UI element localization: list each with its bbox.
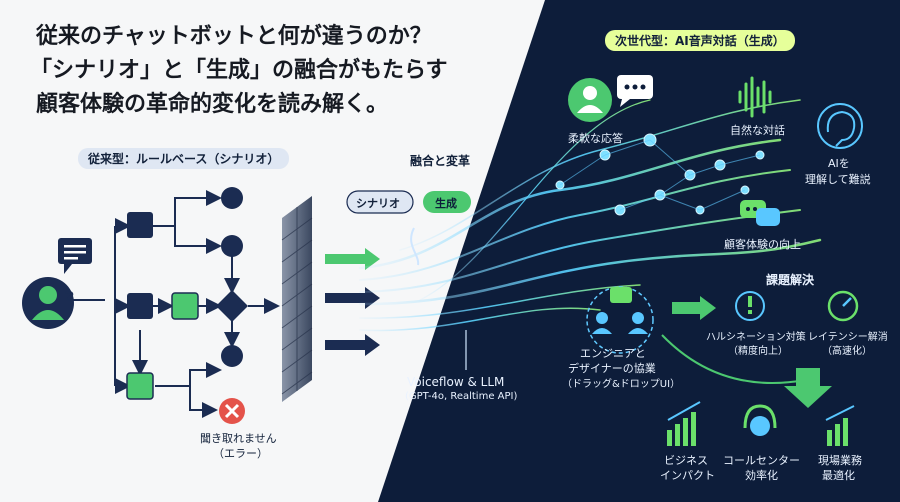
ai-brain-icon <box>817 103 863 149</box>
hallucination-label-1: ハルシネーション対策 <box>706 332 806 343</box>
process-node-3 <box>171 292 199 320</box>
decision-node <box>216 290 248 322</box>
impact-label-1: ビジネス <box>664 454 708 467</box>
hallucination-label-2: （精度向上） <box>728 346 788 357</box>
latency-gauge-icon <box>827 290 859 322</box>
error-label-1: 聞き取れません <box>200 432 277 445</box>
process-node-2 <box>127 293 153 319</box>
error-cross <box>224 403 240 419</box>
end-node-3 <box>221 345 243 367</box>
scenario-pill <box>346 190 414 214</box>
sound-wave-icon <box>738 76 772 118</box>
scenario-label: シナリオ <box>356 197 400 210</box>
latency-label-1: レイテンシー解消 <box>808 332 888 343</box>
network-links <box>559 139 761 211</box>
next-gen-label: 次世代型：AI音声対話（生成） <box>605 30 795 51</box>
brick-wall <box>281 196 313 402</box>
title-line-2: 「シナリオ」と「生成」の融合がもたらす <box>30 58 448 83</box>
user-question-icon: ? <box>22 238 92 329</box>
process-node-1 <box>127 212 153 238</box>
business-chart-icon <box>667 401 701 446</box>
input-arrows <box>325 248 380 356</box>
end-node-2 <box>221 235 243 257</box>
rule-based-label: 従来型：ルールベース（シナリオ） <box>78 148 290 169</box>
cx-label: 顧客体験の向上 <box>724 238 801 251</box>
collab-label-2: デザイナーの協業 <box>568 362 656 375</box>
problem-solving-label: 課題解決 <box>766 273 815 287</box>
impact-arrow <box>661 334 832 408</box>
error-label-2: （エラー） <box>213 447 268 460</box>
hallucination-icon <box>735 291 765 321</box>
flexible-response-label: 柔軟な応答 <box>568 132 623 145</box>
product-sub-label: (GPT-4o, Realtime API) <box>405 391 518 402</box>
end-node-1 <box>221 187 243 209</box>
fusion-waves <box>358 99 822 332</box>
impact-label-2: インパクト <box>660 469 715 482</box>
call-center-label-2: 効率化 <box>745 469 778 482</box>
call-center-label-1: コールセンター <box>723 454 800 467</box>
product-label: Voiceflow & LLM <box>407 375 505 389</box>
solution-arrow <box>672 296 716 320</box>
svg-text:?: ? <box>64 288 74 309</box>
ai-label-2: 理解して難説 <box>805 173 871 186</box>
collab-label-3: （ドラッグ&ドロップUI） <box>562 379 681 390</box>
field-label-2: 最適化 <box>822 469 855 482</box>
fusion-label: 融合と変革 <box>410 154 471 168</box>
dark-panel <box>378 0 900 502</box>
field-label-1: 現場業務 <box>818 454 862 467</box>
headset-icon <box>743 404 777 436</box>
collaboration-icon <box>586 286 654 354</box>
generation-pill <box>423 191 471 213</box>
ai-label-1: AIを <box>828 157 850 170</box>
rule-based-flowchart <box>70 190 280 418</box>
process-node-4 <box>126 372 154 400</box>
collab-label-1: エンジニアと <box>580 347 646 360</box>
user-response-icon <box>568 75 653 122</box>
generation-label: 生成 <box>435 197 457 210</box>
fusion-spark <box>410 227 420 266</box>
chat-bubbles-icon <box>740 200 780 226</box>
natural-dialogue-label: 自然な対話 <box>730 124 785 137</box>
title-line-3: 顧客体験の革命的変化を読み解く。 <box>36 92 389 117</box>
field-chart-icon <box>825 405 855 446</box>
latency-label-2: （高速化） <box>822 346 872 357</box>
title-line-1: 従来のチャットボットと何が違うのか？ <box>36 24 432 49</box>
